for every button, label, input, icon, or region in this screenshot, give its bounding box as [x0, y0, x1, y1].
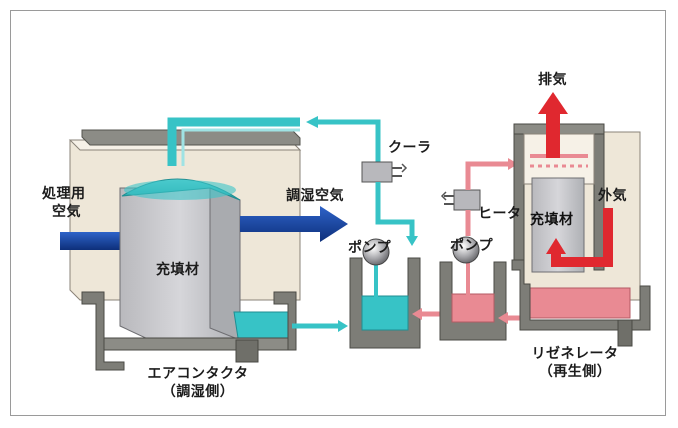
outside-air-arrow: [551, 208, 613, 267]
right-pump: [452, 236, 480, 264]
contactor-base-floor: [103, 337, 297, 351]
treated-air-label-line2: 空気: [52, 204, 81, 220]
right-tank-liquid: [451, 293, 495, 323]
contactor-top-frame: [81, 129, 301, 146]
contactor-sump: [233, 311, 293, 339]
air-contactor: [60, 117, 348, 371]
heater-unit: [440, 189, 481, 211]
regenerator-label-line1: リゼネレータ: [531, 346, 619, 362]
treated-air-label-line1: 処理用: [42, 186, 86, 202]
regenerator-label-line2: （再生側）: [538, 364, 612, 380]
left-pump: [362, 238, 390, 266]
outside-air-label: 外気: [598, 188, 627, 204]
contactor-label-line2: （調湿側）: [161, 384, 235, 400]
conditioned-air-arrow: [240, 206, 348, 242]
contactor-top-duct: [167, 117, 300, 166]
regenerator-base: [511, 259, 651, 331]
pump-right-label: ポンプ: [450, 238, 494, 254]
pump-to-cooler-pipe: [375, 182, 415, 236]
packing-right-label: 充填材: [530, 212, 574, 228]
cooler-outlet-pipe: [318, 119, 381, 178]
right-pump-tank: [439, 236, 507, 341]
exhaust-arrow: [546, 112, 560, 158]
contactor-label-line1: エアコンタクタ: [147, 366, 249, 382]
left-pump-tank: [349, 238, 421, 349]
exhaust-label: 排気: [538, 72, 567, 88]
left-tank-liquid: [361, 295, 409, 331]
contactor-base-left: [81, 291, 125, 371]
cooler-label: クーラ: [388, 140, 432, 156]
heater-label: ヒータ: [478, 206, 522, 222]
pump-left-label: ポンプ: [348, 240, 392, 256]
cooler-unit: [361, 161, 408, 183]
regenerator-sump: [529, 287, 631, 319]
heater-pipe: [465, 161, 508, 236]
regenerator: [511, 92, 651, 347]
conditioned-air-label: 調湿空気: [286, 188, 344, 204]
packing-left-label: 充填材: [156, 262, 200, 278]
treated-air-arrow: [60, 232, 120, 250]
